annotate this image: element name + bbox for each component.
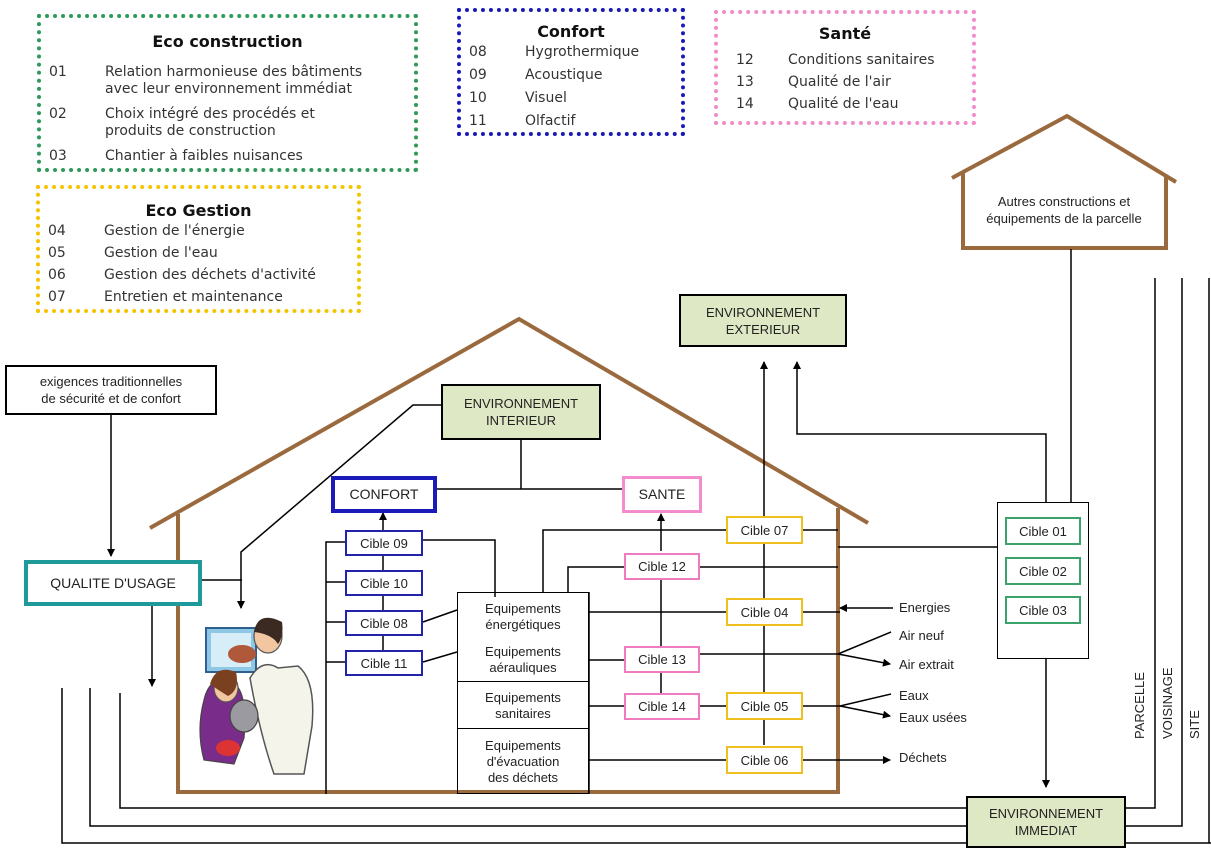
legend-title: Confort (537, 22, 605, 41)
scale-site: SITE (1187, 710, 1202, 739)
cible-04: Cible 04 (726, 598, 803, 626)
legend-title: Eco construction (152, 32, 303, 51)
qualite-usage-box: QUALITE D'USAGE (24, 560, 202, 606)
equip-divider (457, 681, 589, 682)
main-house-outline (149, 316, 870, 794)
cible-10: Cible 10 (345, 570, 423, 596)
sante-box: SANTE (622, 476, 702, 513)
flow-eaux-usees: Eaux usées (899, 710, 967, 725)
cible-05: Cible 05 (726, 692, 803, 720)
small-house-outline (951, 113, 1178, 250)
flow-dechets: Déchets (899, 750, 947, 765)
legend-eco-construction: Eco construction 01 Relation harmonieuse… (37, 14, 418, 172)
flow-air-extrait: Air extrait (899, 657, 954, 672)
cible-11: Cible 11 (345, 650, 423, 676)
flow-energies: Energies (899, 600, 951, 615)
cible-14: Cible 14 (624, 693, 700, 720)
confort-box: CONFORT (331, 476, 437, 513)
cible-13: Cible 13 (624, 646, 700, 673)
flow-eaux: Eaux (899, 688, 929, 703)
cible-01: Cible 01 (1005, 517, 1081, 545)
equipements-column (457, 592, 589, 794)
cible-07: Cible 07 (726, 516, 803, 544)
cible-09: Cible 09 (345, 530, 423, 556)
scale-voisinage: VOISINAGE (1160, 667, 1175, 739)
autres-constructions-label: Autres constructions et équipements de l… (976, 180, 1152, 240)
cible-02: Cible 02 (1005, 557, 1081, 585)
legend-title: Santé (818, 24, 872, 43)
cible-06: Cible 06 (726, 746, 803, 774)
cible-08: Cible 08 (345, 610, 423, 636)
flow-air-neuf: Air neuf (899, 628, 944, 643)
equip-divider (457, 728, 589, 729)
legend-title: Eco Gestion (145, 201, 252, 220)
vet-clipart (199, 617, 314, 775)
cible-03: Cible 03 (1005, 596, 1081, 624)
cible-12: Cible 12 (624, 553, 700, 580)
scale-parcelle: PARCELLE (1132, 672, 1147, 739)
